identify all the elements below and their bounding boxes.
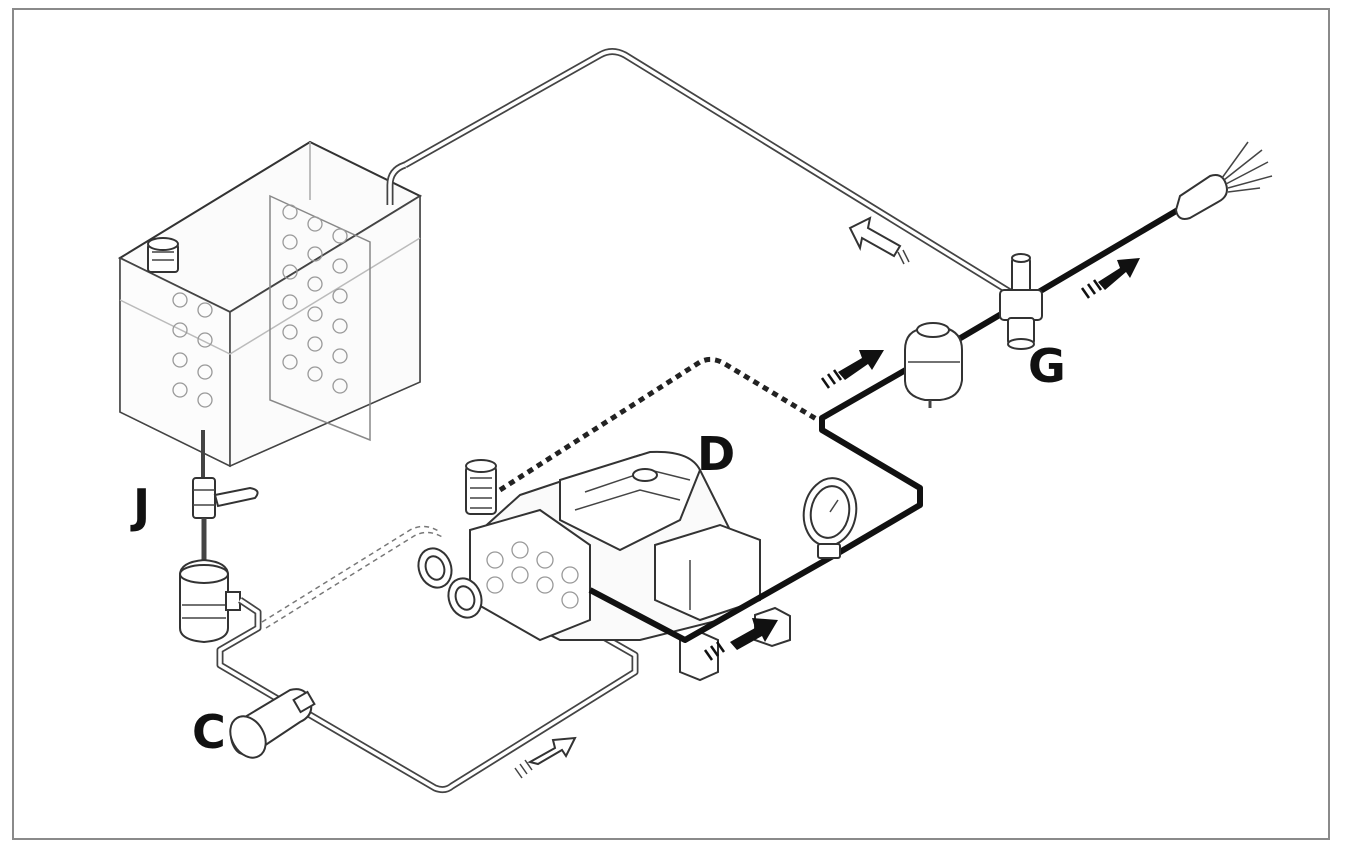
label-regulator: G [1028, 339, 1066, 393]
pressure-regulator-icon [999, 253, 1043, 350]
label-tank-valve: J [130, 479, 150, 533]
check-valve-icon [904, 322, 963, 408]
piston-pump-icon [417, 450, 791, 682]
spray-nozzle-icon [1174, 141, 1273, 220]
return-flow-arrow-icon [848, 216, 910, 265]
inline-filter-icon [229, 688, 316, 759]
pressure-gauge-icon [802, 477, 858, 559]
return-hose [403, 48, 1012, 295]
label-filter: C [192, 705, 226, 759]
water-tank-icon [117, 140, 423, 480]
high-pressure-line [588, 191, 1207, 643]
label-pump: D [697, 427, 735, 481]
tank-valve-icon [192, 477, 259, 562]
pressure-flow-arrow-icon [703, 618, 778, 661]
pressure-flow-arrow-icon [1080, 258, 1140, 299]
supply-flow-arrow-icon [514, 736, 577, 779]
inline-strainer-icon [179, 558, 241, 644]
pressure-flow-arrow-icon [820, 350, 884, 389]
